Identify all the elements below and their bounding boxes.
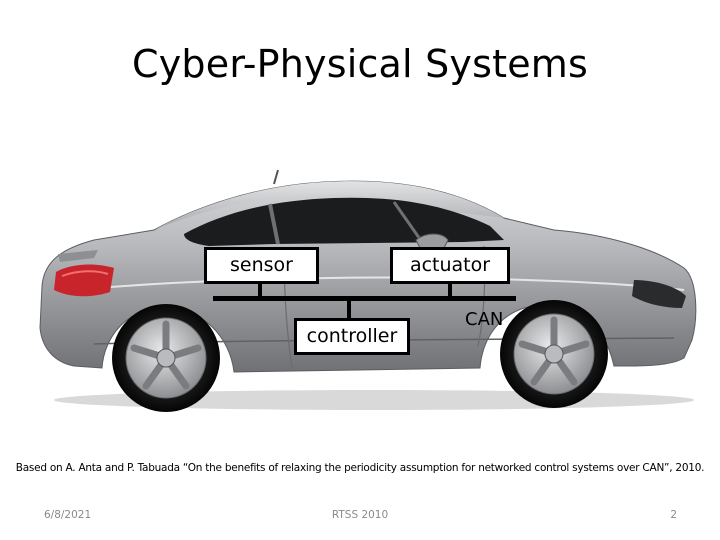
footer-page-number: 2: [670, 509, 677, 521]
citation: Based on A. Anta and P. Tabuada “On the …: [15, 462, 705, 474]
can-bus-line: [213, 296, 516, 301]
roof-highlight: [154, 181, 504, 230]
headlight: [632, 280, 686, 308]
front-wheel: [500, 300, 608, 408]
tail-light: [54, 264, 114, 297]
sensor-connector: [258, 284, 262, 298]
can-bus-label: CAN: [465, 309, 504, 330]
actuator-connector: [448, 284, 452, 298]
car-windows: [184, 197, 504, 246]
sensor-block: sensor: [204, 247, 319, 284]
rear-wheel: [112, 304, 220, 412]
footer-conference: RTSS 2010: [331, 509, 389, 521]
controller-connector: [347, 298, 351, 318]
controller-block: controller: [294, 318, 410, 355]
footer-date: 6/8/2021: [44, 509, 92, 521]
slide-title: Cyber-Physical Systems: [132, 42, 588, 86]
car-image: [34, 168, 700, 416]
actuator-block: actuator: [390, 247, 510, 284]
